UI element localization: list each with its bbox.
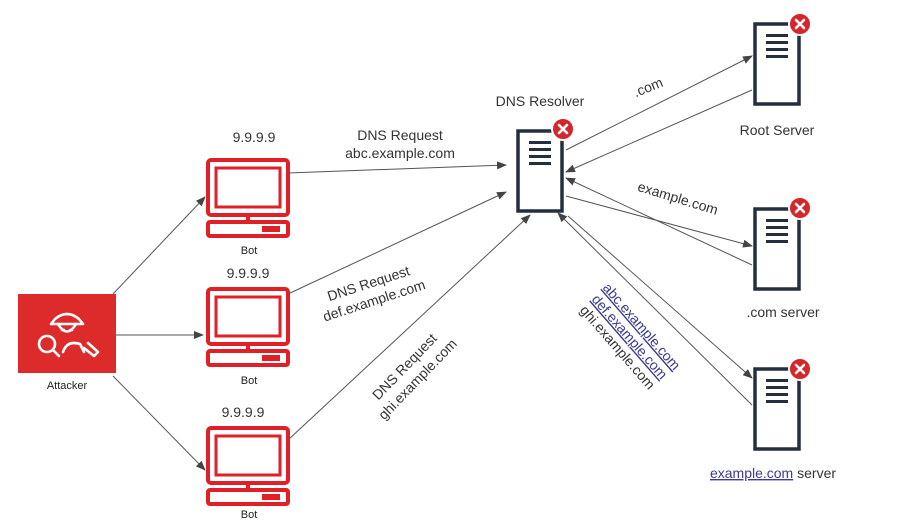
bot-node-2: 9.9.9.9 Bot	[206, 265, 290, 387]
bot-node-3: 9.9.9.9 Bot	[206, 404, 290, 521]
bot-3-label: Bot	[241, 509, 258, 519]
arrow-bot2-resolver	[287, 191, 507, 295]
bot-1-label: Bot	[241, 245, 258, 257]
resolver-query-list: abc.example.com def.example.com ghi.exam…	[577, 280, 684, 393]
bot-1-icon	[206, 158, 290, 238]
root-query-label: .com	[631, 74, 665, 100]
arrow-resolver-example	[567, 215, 753, 379]
attacker-icon	[18, 294, 116, 373]
bot-1-ip: 9.9.9.9	[233, 129, 276, 145]
request-1-line2: abc.example.com	[345, 145, 455, 161]
example-server-label-rest: server	[793, 465, 836, 481]
root-server-node: Root Server .com	[631, 11, 815, 138]
bot-node-1: 9.9.9.9 Bot	[206, 129, 290, 257]
attacker-node: Attacker	[18, 294, 116, 392]
arrow-com-resolver	[565, 177, 753, 266]
example-server-error-icon	[787, 356, 813, 382]
com-server-label: .com server	[746, 304, 819, 320]
root-server-error-icon	[787, 11, 813, 37]
arrow-bot3-resolver	[287, 214, 531, 441]
root-server-icon	[753, 22, 801, 106]
example-server-node: example.com server	[710, 356, 836, 481]
resolver-server-icon	[516, 129, 564, 213]
request-label-2: DNS Request def.example.com	[321, 262, 427, 324]
bot-3-icon	[206, 426, 290, 506]
attacker-label: Attacker	[47, 380, 88, 392]
bot-3-ip: 9.9.9.9	[222, 404, 265, 420]
arrow-example-resolver	[557, 212, 753, 406]
root-server-label: Root Server	[740, 122, 815, 138]
com-query-label: example.com	[636, 178, 720, 218]
request-label-3: DNS Request ghi.example.com	[369, 330, 460, 423]
bot-2-ip: 9.9.9.9	[227, 265, 270, 281]
bot-2-icon	[206, 287, 290, 367]
resolver-label: DNS Resolver	[496, 93, 585, 109]
example-server-label: example.com server	[710, 465, 836, 481]
arrow-root-resolver	[565, 89, 753, 173]
request-1-line1: DNS Request	[357, 127, 443, 143]
com-server-node: .com server example.com	[636, 178, 820, 320]
arrow-bot1-resolver	[287, 161, 507, 174]
arrow-attacker-bot1	[112, 196, 206, 295]
arrow-resolver-root	[565, 55, 753, 151]
resolver-error-icon	[550, 116, 576, 142]
example-server-icon	[753, 367, 801, 451]
com-server-error-icon	[787, 195, 813, 221]
bot-2-label: Bot	[241, 375, 258, 387]
com-server-icon	[753, 207, 801, 291]
resolver-node: DNS Resolver	[496, 93, 585, 213]
arrow-attacker-bot3	[112, 375, 206, 471]
example-server-link[interactable]: example.com	[710, 465, 793, 481]
request-label-1: DNS Request abc.example.com	[345, 127, 455, 161]
